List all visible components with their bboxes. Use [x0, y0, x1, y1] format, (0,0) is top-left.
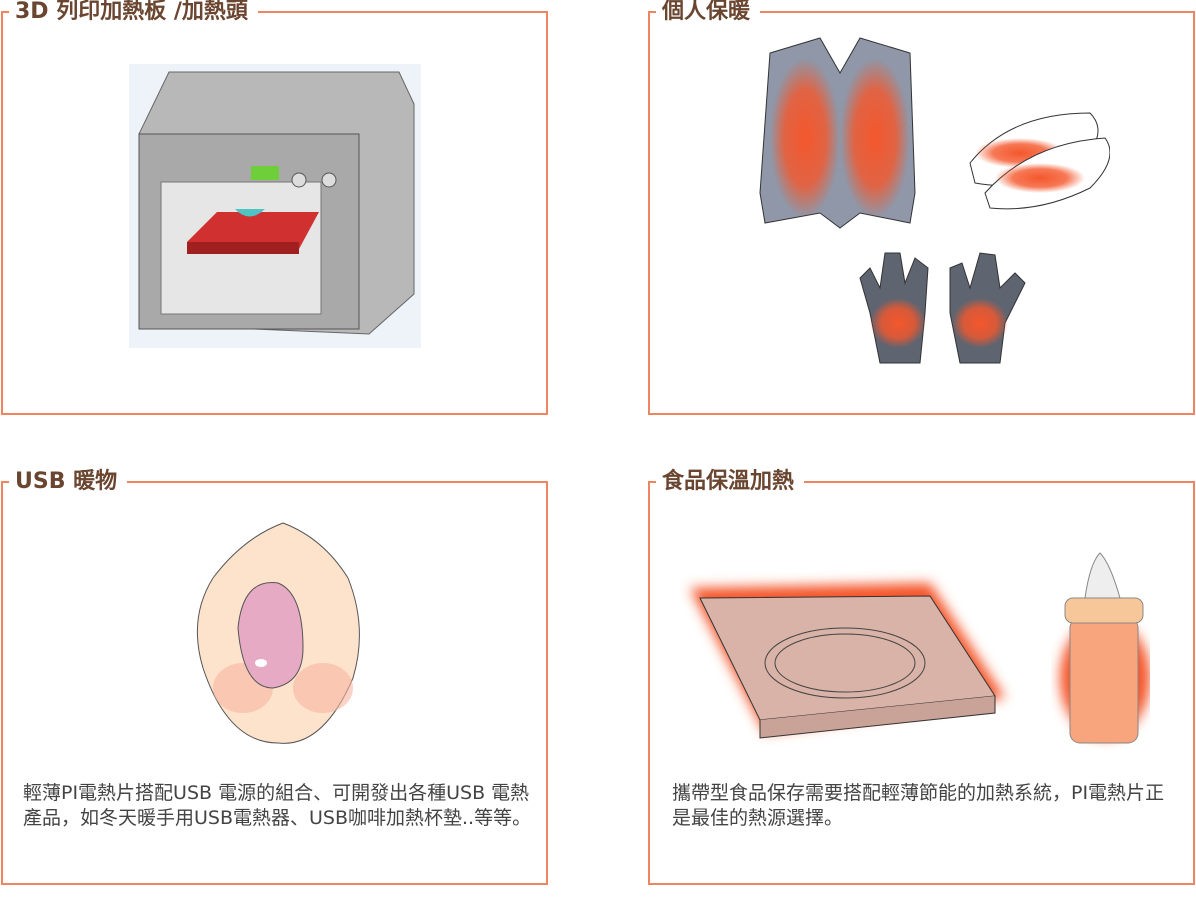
- heated-clothing-illustration: [759, 37, 1110, 364]
- panel-title: 食品保溫加熱: [656, 468, 805, 496]
- panel-title: USB 暖物: [9, 468, 128, 496]
- panel-description: 攜帶型食品保存需要搭配輕薄節能的加熱系統，PI電熱片正是最佳的熱源選擇。: [672, 782, 1165, 829]
- panel-3d-printer: 3D 列印加熱板 /加熱頭: [1, 0, 548, 415]
- panel-title: 個人保暖: [656, 0, 761, 26]
- panel-personal-warmth: 個人保暖: [648, 0, 1195, 415]
- pizza-box-and-bottle-illustration: [690, 552, 1150, 744]
- panel-description: 輕薄PI電熱片搭配USB 電源的組合、可開發出各種USB 電熱產品，如冬天暖手用…: [23, 782, 532, 829]
- hands-warmer-illustration: [196, 522, 360, 744]
- panel-title: 3D 列印加熱板 /加熱頭: [9, 0, 258, 26]
- panel-usb-warmer: USB 暖物 輕薄PI電熱片搭配USB 電源的組合、可開發出各種USB 電熱產品…: [1, 468, 548, 885]
- 3d-printer-illustration: [129, 64, 421, 348]
- panel-food-warming: 食品保溫加熱 攜帶型食品保存需要搭配輕薄節能的加熱系統，PI電熱片正是最佳的熱源…: [648, 468, 1195, 885]
